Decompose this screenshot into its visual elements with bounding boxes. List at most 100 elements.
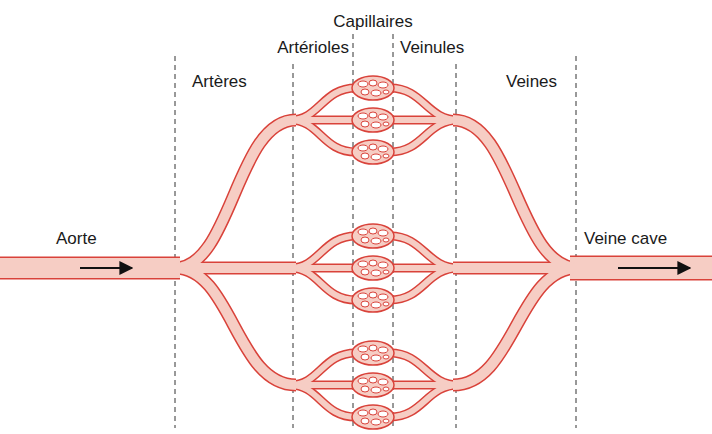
- capillary-loop: [378, 114, 388, 120]
- vessel-label: Artérioles: [277, 38, 349, 58]
- capillary-outline: [352, 224, 394, 248]
- vessel-fill: [0, 258, 180, 278]
- vessel-label: Veinules: [400, 38, 464, 58]
- vessel-label: Artères: [192, 72, 247, 92]
- vessel-fill: [175, 120, 296, 268]
- vessel-outline: [290, 268, 356, 300]
- capillary-loop: [378, 347, 388, 353]
- dashed-guide: [175, 56, 176, 428]
- capillary-bed: [352, 288, 394, 312]
- vessel-outline: [290, 236, 356, 268]
- capillary-loop: [361, 354, 369, 360]
- capillary-loop: [383, 122, 389, 126]
- vessel-outline: [453, 120, 578, 268]
- vessel-fill: [290, 236, 356, 268]
- capillary-loop: [371, 270, 381, 276]
- vessel-fill: [390, 385, 459, 417]
- capillary-outline: [352, 341, 394, 365]
- vessel-outline: [570, 256, 712, 281]
- vessel-fill: [175, 268, 296, 385]
- capillary-bed: [352, 140, 394, 164]
- vessel-label: Capillaires: [333, 12, 412, 32]
- capillary-loop: [361, 386, 369, 392]
- capillary-loop: [371, 355, 381, 361]
- capillary-outline: [352, 108, 394, 132]
- capillary-loop: [361, 237, 369, 243]
- vessel-outline: [390, 353, 459, 385]
- capillary-loop: [369, 260, 377, 266]
- vessel-outline: [290, 353, 356, 385]
- vessel-outline: [390, 88, 459, 120]
- capillary-bed: [352, 108, 394, 132]
- vessel-fill: [390, 268, 459, 300]
- flow-arrow: [618, 267, 690, 269]
- capillary-bed: [352, 76, 394, 100]
- capillary-loop: [378, 262, 388, 268]
- capillary-loop: [369, 345, 377, 351]
- vessel-outline: [0, 257, 180, 280]
- capillary-loop: [371, 419, 381, 425]
- capillary-loop: [378, 379, 388, 385]
- vessel-outline: [175, 268, 296, 385]
- vessel-outline: [175, 120, 296, 268]
- capillary-loop: [371, 154, 381, 160]
- vessel-outline: [390, 268, 459, 300]
- capillary-loop: [383, 154, 389, 158]
- capillary-loop: [369, 112, 377, 118]
- vessel-label: Veine cave: [584, 229, 667, 249]
- capillary-loop: [358, 410, 368, 416]
- vessel-outline: [290, 385, 356, 417]
- capillary-outline: [352, 288, 394, 312]
- capillary-loop: [371, 122, 381, 128]
- vessel-outline: [390, 385, 459, 417]
- capillary-loop: [358, 113, 368, 119]
- vessel-fill: [290, 385, 356, 417]
- vessel-fill: [290, 88, 356, 120]
- vessel-outline: [290, 88, 356, 120]
- capillary-loop: [383, 355, 389, 359]
- capillary-loop: [361, 418, 369, 424]
- capillary-loop: [358, 229, 368, 235]
- vessel-outline: [390, 120, 459, 152]
- capillary-loop: [371, 90, 381, 96]
- capillary-loop: [371, 302, 381, 308]
- capillary-bed: [352, 224, 394, 248]
- vessel-fill: [290, 353, 356, 385]
- vessel-outline: [290, 120, 356, 152]
- capillary-loop: [383, 302, 389, 306]
- capillary-loop: [383, 387, 389, 391]
- vessel-fill: [290, 120, 356, 152]
- capillary-loop: [371, 238, 381, 244]
- flow-arrow: [80, 267, 132, 269]
- capillary-loop: [383, 419, 389, 423]
- vessel-fill: [390, 236, 459, 268]
- capillary-loop: [361, 153, 369, 159]
- capillary-loop: [361, 269, 369, 275]
- capillary-bed: [352, 373, 394, 397]
- capillary-outline: [352, 76, 394, 100]
- capillary-loop: [383, 270, 389, 274]
- capillary-loop: [358, 346, 368, 352]
- vessel-fills: [0, 88, 712, 417]
- vessel-label: Veines: [506, 72, 557, 92]
- capillary-outline: [352, 256, 394, 280]
- vessel-fill: [453, 120, 578, 268]
- capillary-loop: [358, 81, 368, 87]
- capillary-loop: [369, 144, 377, 150]
- capillary-loop: [358, 293, 368, 299]
- capillary-beds: [352, 76, 394, 429]
- capillary-loop: [361, 121, 369, 127]
- capillary-loop: [369, 409, 377, 415]
- dashed-guides: [175, 34, 576, 428]
- capillary-loop: [361, 89, 369, 95]
- vessel-outline: [390, 236, 459, 268]
- vessel-fill: [290, 268, 356, 300]
- vessel-fill: [390, 353, 459, 385]
- capillary-bed: [352, 405, 394, 429]
- vessel-outline: [453, 268, 578, 385]
- dashed-guide: [576, 56, 577, 428]
- vessel-outlines: [0, 88, 712, 417]
- capillary-loop: [371, 387, 381, 393]
